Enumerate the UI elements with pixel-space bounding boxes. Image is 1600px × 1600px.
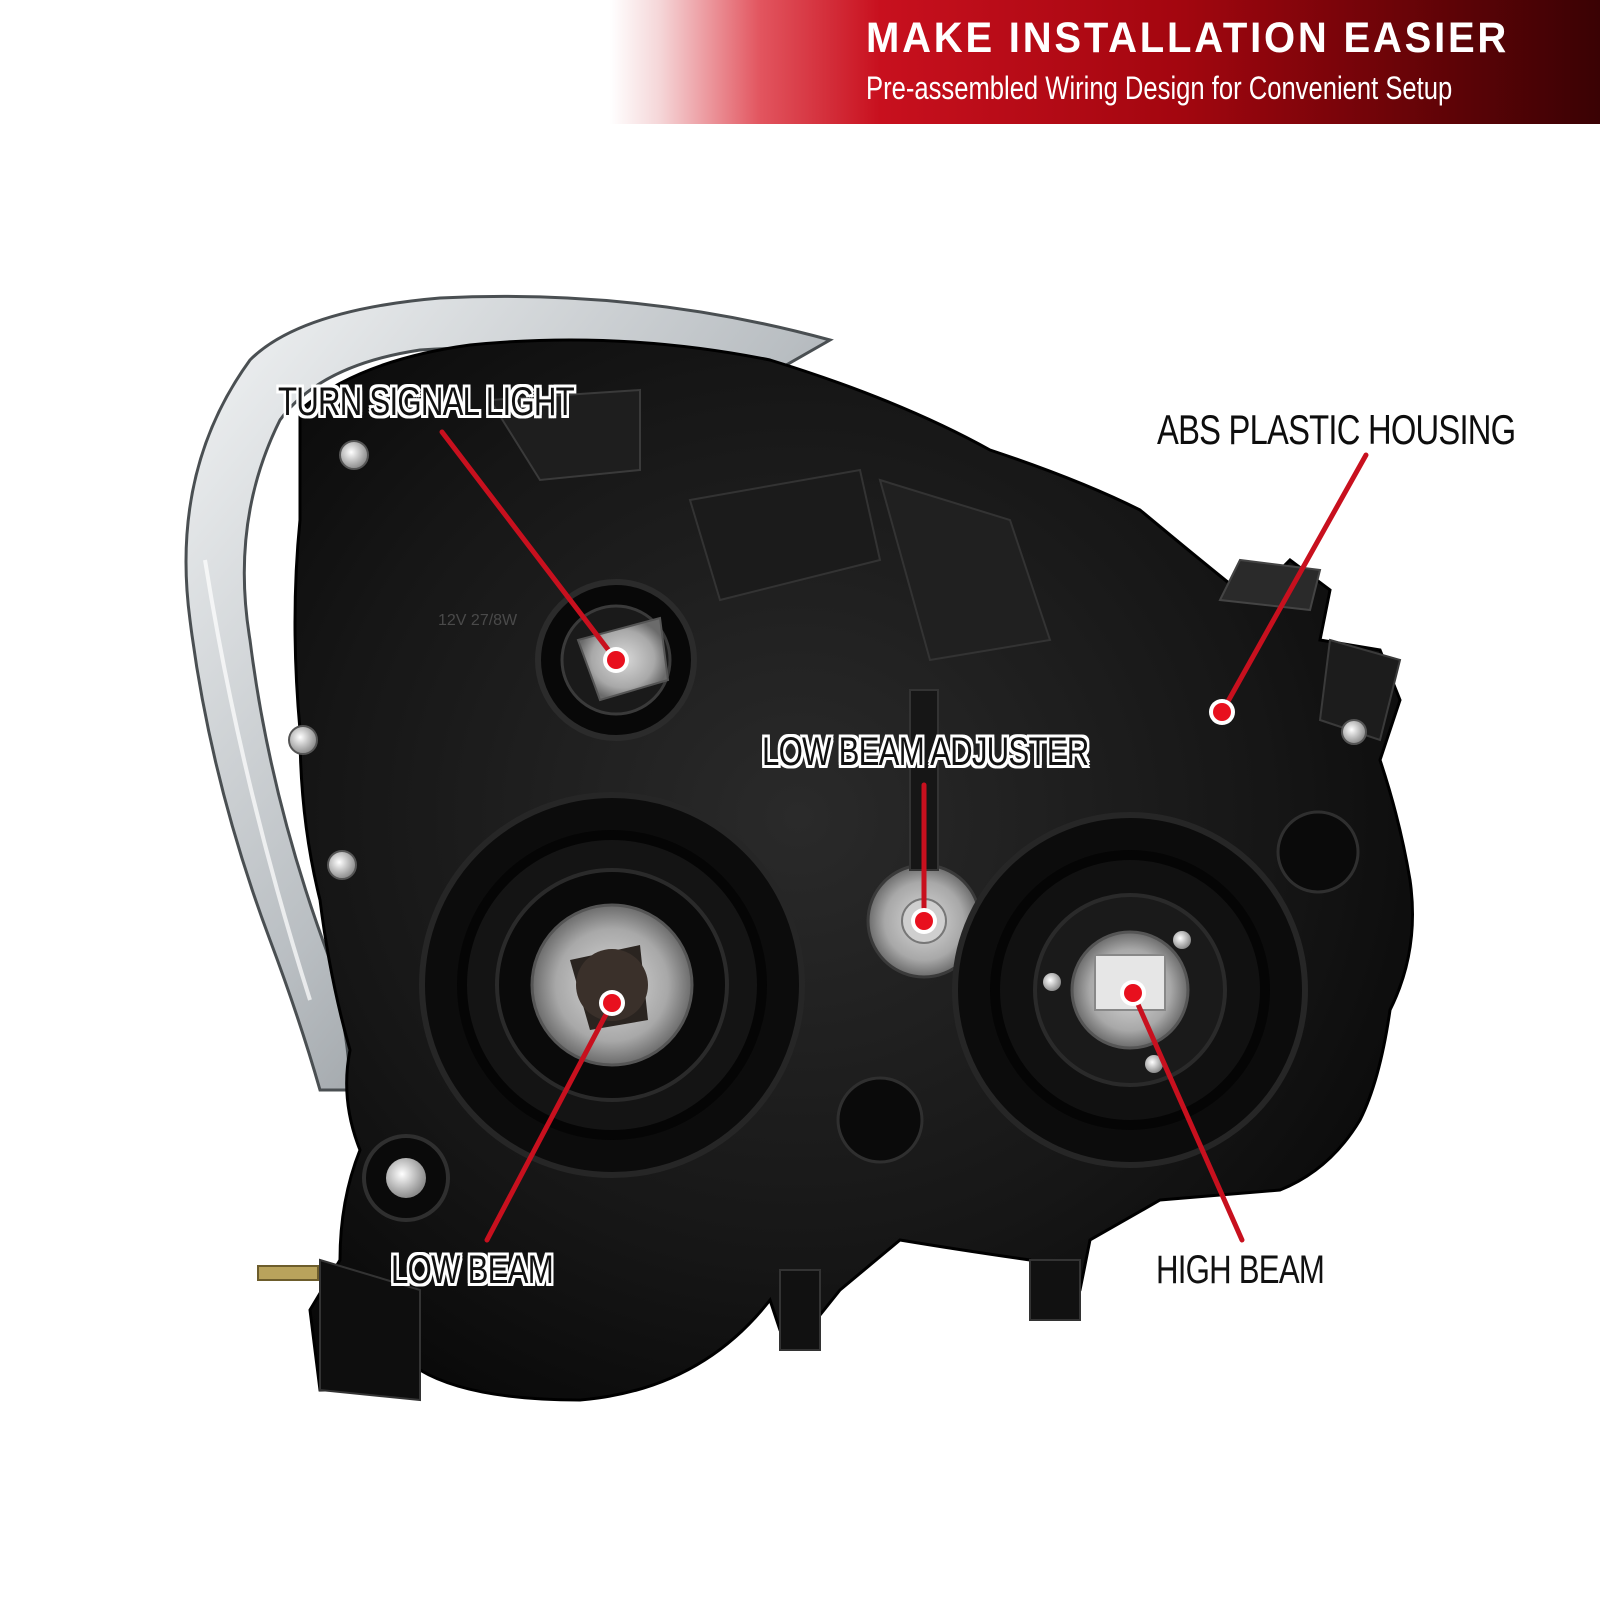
callout-turn-signal: TURN SIGNAL LIGHT: [278, 380, 575, 424]
callout-markers: [599, 647, 1235, 1016]
leader-high-beam: [1130, 990, 1245, 1243]
callout-high-beam: HIGH BEAM: [1156, 1248, 1325, 1292]
marker-turn-signal: [607, 651, 625, 669]
banner-title: MAKE INSTALLATION EASIER: [866, 14, 1510, 62]
marker-abs-housing: [1213, 703, 1231, 721]
low-beam-socket: [419, 792, 805, 1178]
high-beam-socket: [952, 812, 1308, 1168]
callout-low-beam: LOW BEAM: [391, 1248, 554, 1292]
callout-abs-housing: ABS PLASTIC HOUSING: [1157, 406, 1516, 453]
mounting-screws: [288, 440, 1367, 880]
leader-low-beam: [484, 1000, 615, 1243]
leader-abs-housing: [1219, 452, 1369, 715]
header-banner: MAKE INSTALLATION EASIER Pre-assembled W…: [0, 0, 1600, 124]
callout-lines: [439, 429, 1369, 1243]
marker-high-beam: [1124, 984, 1142, 1002]
banner-subtitle: Pre-assembled Wiring Design for Convenie…: [866, 70, 1453, 106]
callout-low-beam-adjuster: LOW BEAM ADJUSTER: [762, 730, 1089, 774]
housing-caps: [362, 810, 1360, 1222]
lamp-spec-text: 12V 27/8W: [438, 612, 518, 629]
leader-turn-signal: [439, 429, 619, 663]
marker-low-beam-adjuster: [915, 912, 933, 930]
marker-low-beam: [603, 994, 621, 1012]
